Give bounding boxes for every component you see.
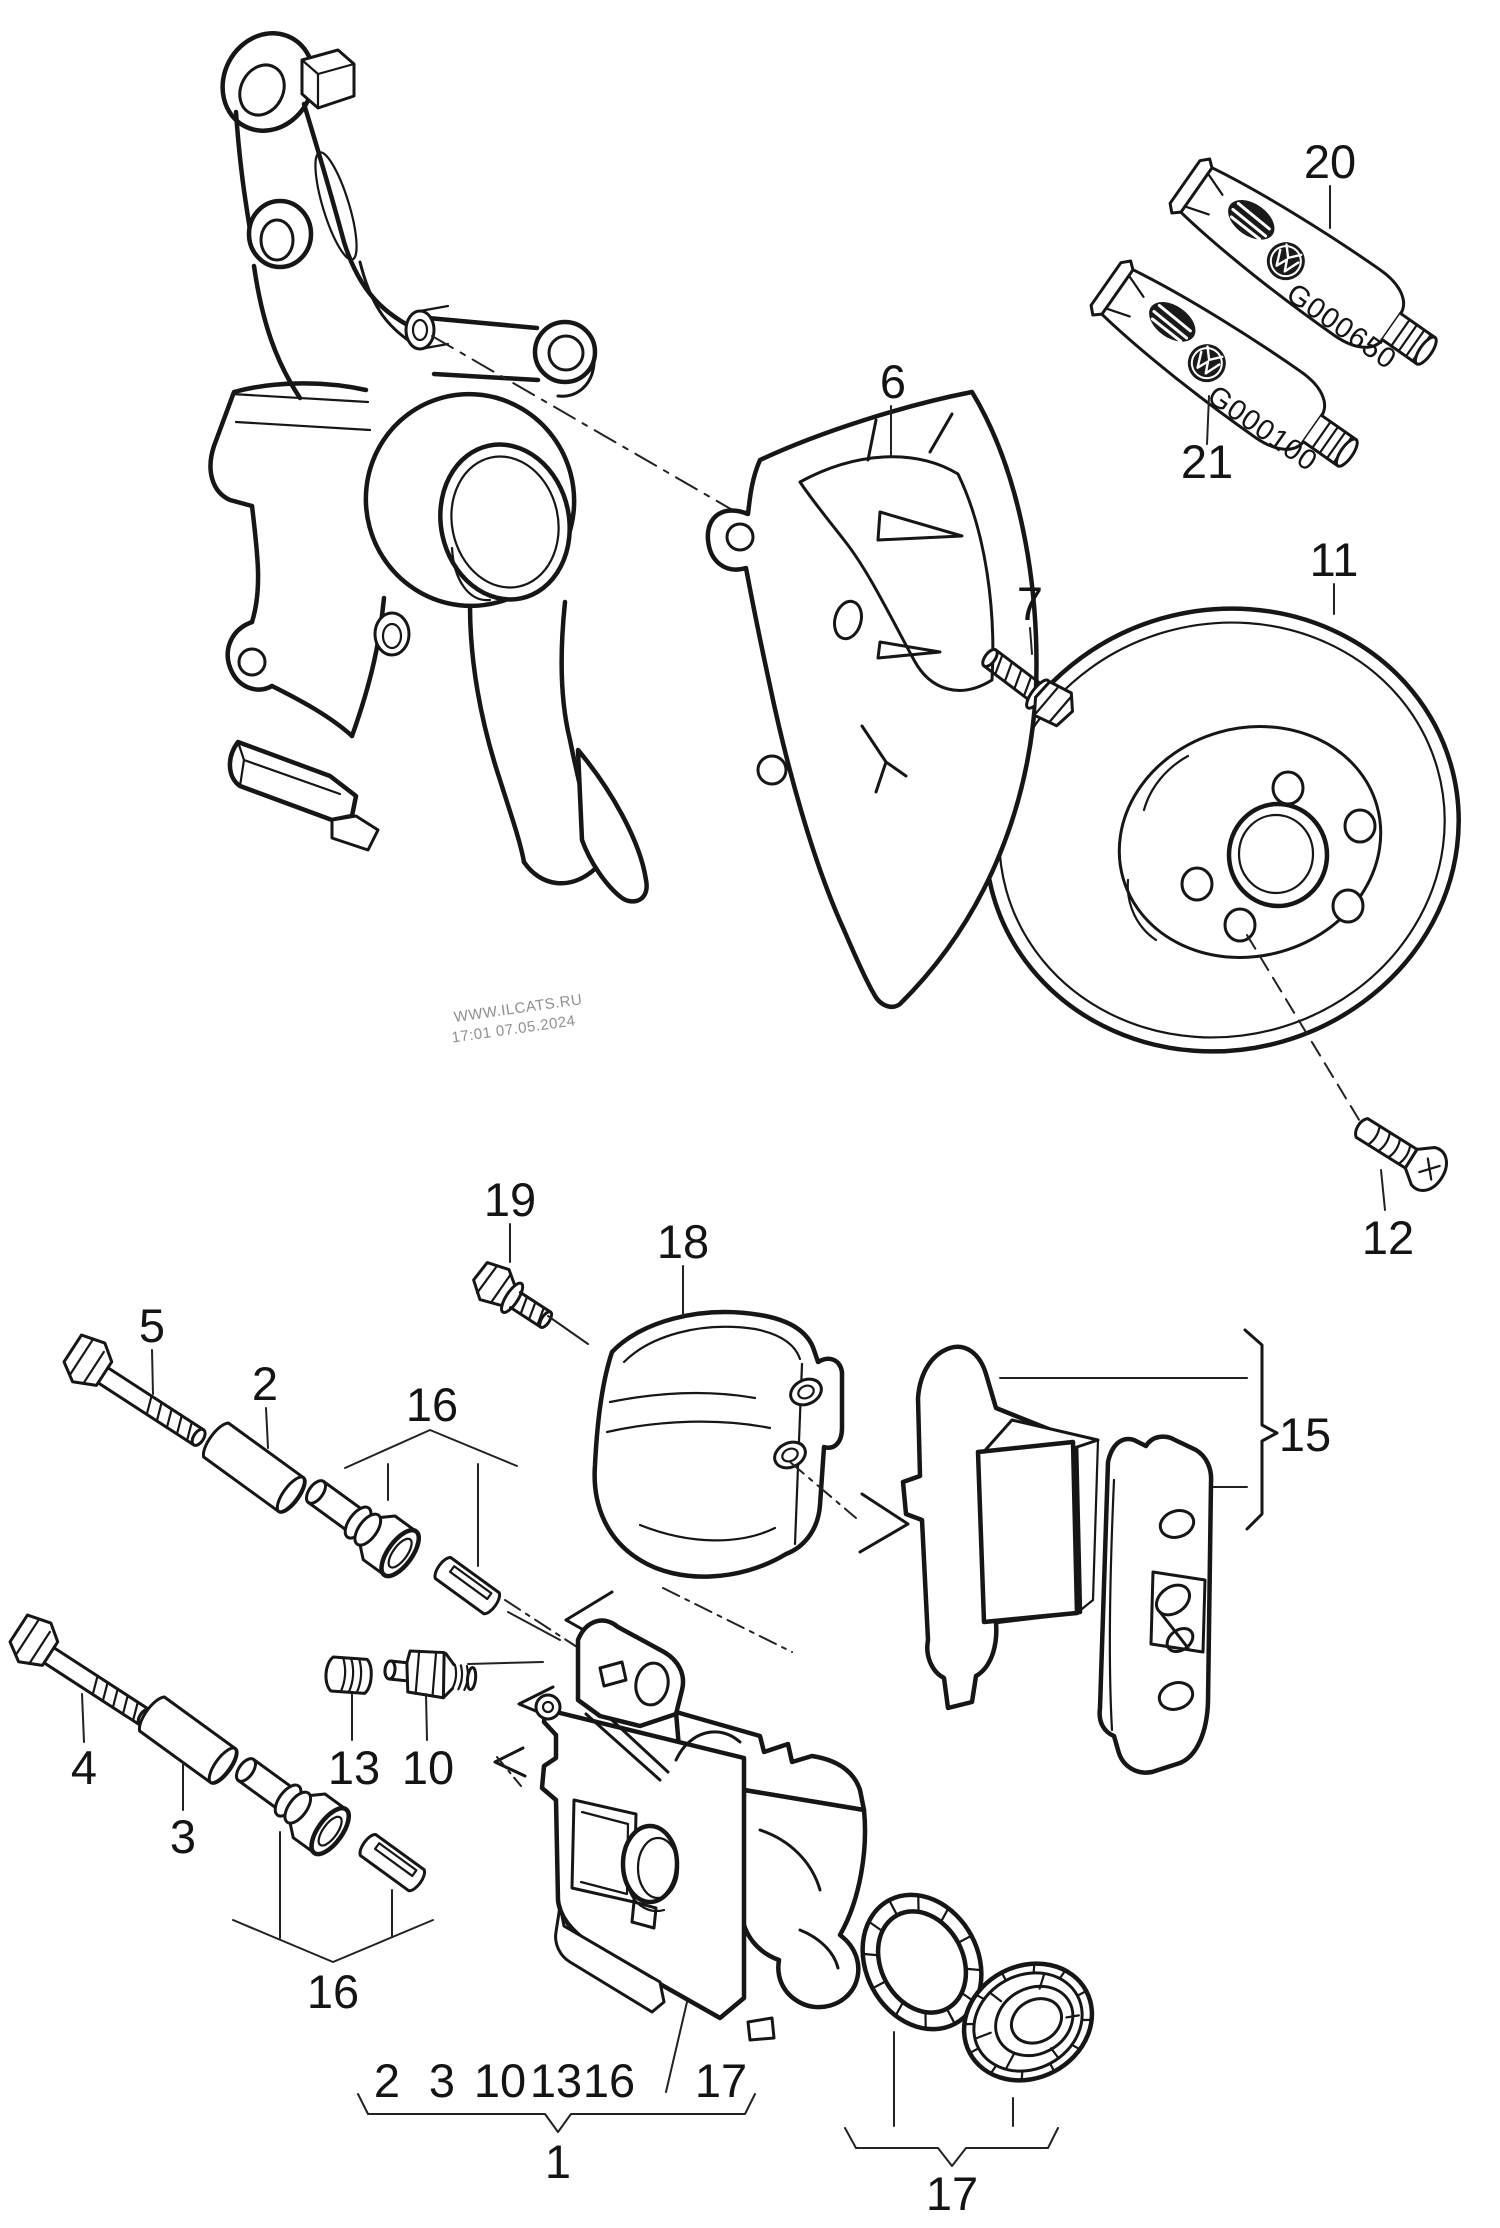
callout-2: 2 [252, 1357, 278, 1410]
steering-knuckle-drawing [208, 31, 599, 886]
callout-16-upper: 16 [406, 1378, 458, 1431]
guide-sleeve-2-drawing [202, 1421, 307, 1514]
callout-13: 13 [328, 1741, 380, 1794]
callout-17-seals: 17 [926, 2167, 978, 2220]
splash-shield-drawing [575, 389, 1039, 1009]
brake-disc-drawing [983, 606, 1461, 1129]
callout-labels: 20 21 6 7 11 12 19 18 5 2 16 15 4 3 13 1… [71, 135, 1414, 2220]
callout-11: 11 [1310, 533, 1359, 586]
pin-sleeve-16b-drawing [358, 1832, 427, 1893]
wheel-bolt-holes [1180, 770, 1377, 943]
guide-bolt-19-drawing [472, 1261, 554, 1329]
pads-group-bracket [1243, 1328, 1279, 1531]
callout-15: 15 [1279, 1408, 1331, 1461]
callout-6: 6 [880, 355, 906, 408]
leader-lines [81, 185, 1386, 2167]
callout-20: 20 [1304, 135, 1356, 188]
disc-retaining-screw-drawing [1354, 1117, 1448, 1192]
piston-seal-ring-drawing [860, 1892, 984, 2032]
row-callout-2: 2 [374, 2054, 400, 2107]
row-callout-10: 10 [474, 2054, 526, 2107]
callout-12: 12 [1362, 1211, 1414, 1264]
vag-wings-icon [1149, 302, 1196, 342]
grease-tube-20: G000650 [1168, 157, 1438, 376]
caliper-heat-shield-drawing [592, 1309, 845, 1579]
callout-16-lower: 16 [307, 1965, 359, 2018]
watermark: WWW.ILCATS.RU 17:01 07.05.2024 [451, 991, 584, 1046]
callout-3: 3 [170, 1810, 196, 1863]
bolt-19-leader [547, 1315, 589, 1345]
guide-pin-bolt-5-drawing [62, 1333, 207, 1447]
row-callout-17: 17 [695, 2054, 747, 2107]
guide-sleeve-3-drawing [138, 1695, 239, 1785]
brake-pads-drawing [900, 1328, 1279, 1775]
shield-bolt-7-drawing [981, 647, 1074, 728]
row-callout-16: 16 [583, 2054, 635, 2107]
callout-18: 18 [657, 1215, 709, 1268]
callout-10: 10 [402, 1741, 454, 1794]
guide-bushing-16b-drawing [234, 1757, 351, 1857]
callout-7: 7 [1017, 577, 1043, 630]
row-callout-13: 13 [530, 2054, 582, 2107]
callout-4: 4 [71, 1741, 97, 1794]
callout-1: 1 [545, 2135, 571, 2188]
guide-bushing-16a-drawing [304, 1479, 421, 1579]
pin-sleeve-16a-drawing [433, 1555, 502, 1616]
callout-5: 5 [139, 1299, 165, 1352]
screw-plug-13-drawing [324, 1655, 373, 1695]
bleeder-valve-10-drawing [383, 1649, 478, 1700]
callout-19: 19 [484, 1173, 536, 1226]
caliper-housing-drawing [534, 1618, 868, 2042]
row-callout-3: 3 [429, 2054, 455, 2107]
vag-wings-icon [1228, 200, 1275, 240]
callout-21: 21 [1181, 435, 1233, 488]
piston-dust-boot-drawing [961, 1961, 1095, 2083]
